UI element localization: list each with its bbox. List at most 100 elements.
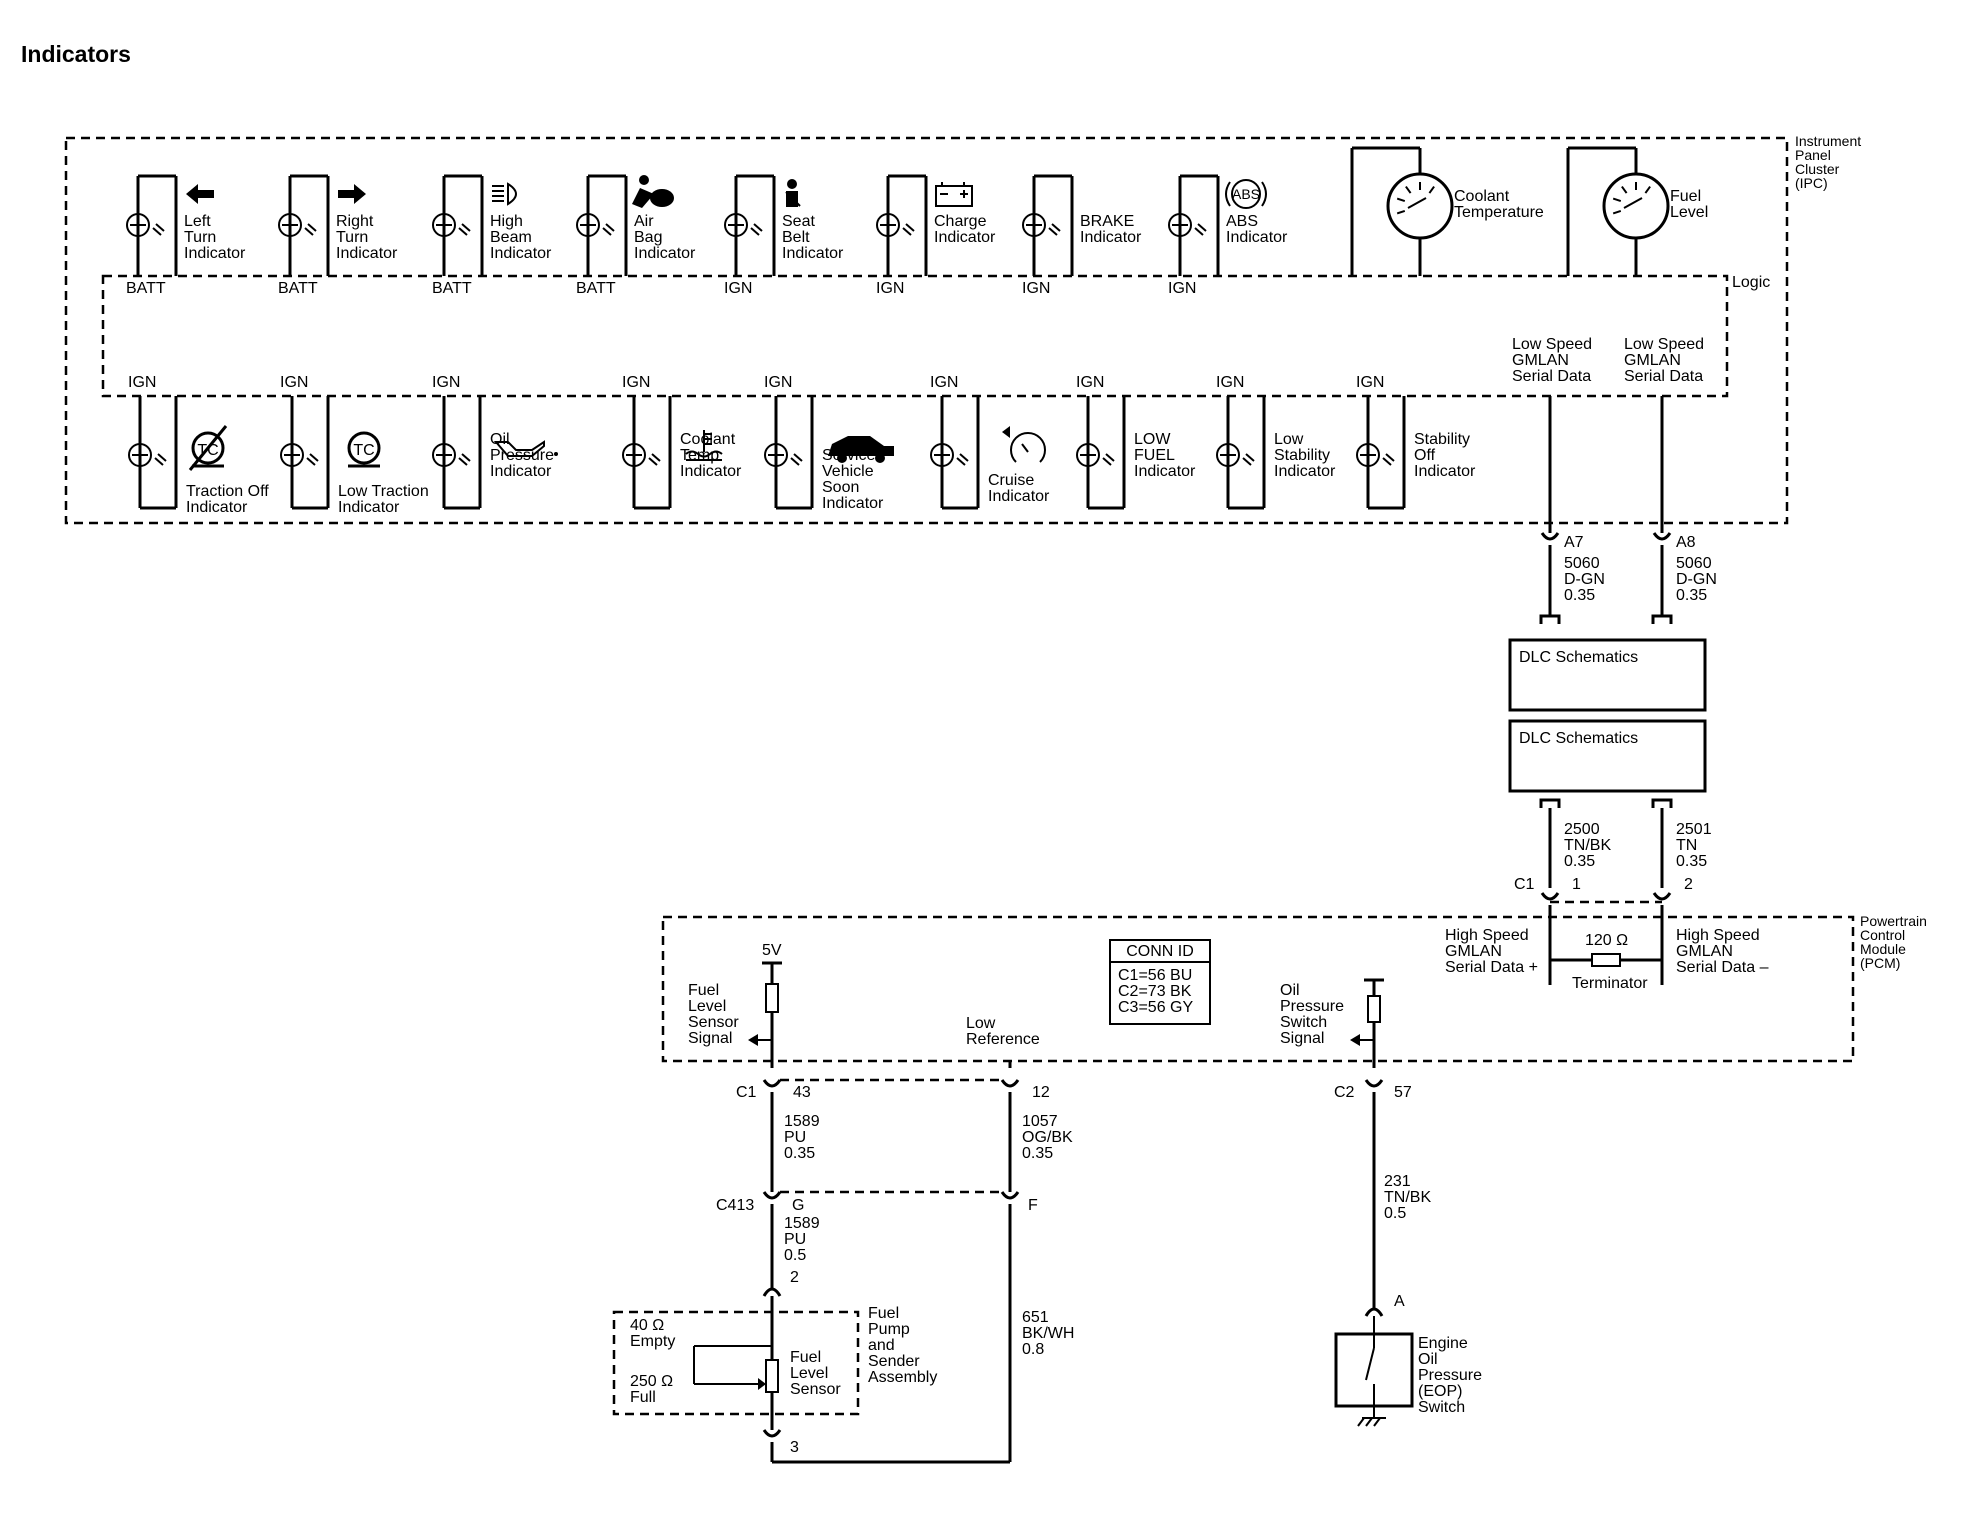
light-ray — [602, 227, 612, 236]
indicator-label-line: Turn — [184, 229, 216, 246]
indicator-bulb-icon — [432, 443, 471, 467]
traction-off-icon: TC — [188, 425, 228, 471]
indicator-label-line: Indicator — [1080, 229, 1142, 246]
sender-assembly-boundary — [612, 1310, 860, 1416]
indicator-label-line: Indicator — [1134, 463, 1196, 480]
indicator-label-line: Vehicle — [822, 463, 874, 480]
wire-circuit-label-line: 231 — [1384, 1173, 1411, 1190]
indicator-bulb-icon — [622, 443, 661, 467]
indicator-label-line: Indicator — [338, 499, 400, 516]
ipc-label-line: Panel — [1795, 147, 1831, 163]
air-bag-icon — [632, 175, 674, 208]
wire-circuit-label-line: PU — [784, 1231, 806, 1248]
low-ref-label-line: Reference — [966, 1031, 1040, 1048]
indicator-label-line: Temp — [680, 447, 719, 464]
light-ray — [651, 453, 661, 462]
battery-body — [935, 185, 973, 207]
connector-terminal — [1000, 1191, 1020, 1200]
indicator-bulb-icon — [432, 213, 471, 237]
connector-terminal — [1540, 892, 1560, 901]
speedometer-arc — [1010, 431, 1046, 463]
indicator-label-line: Pressure — [490, 447, 554, 464]
conn-id-row: C1=56 BU — [1118, 967, 1192, 984]
connector-terminal — [762, 1287, 782, 1297]
light-ray — [1194, 227, 1204, 236]
gmlan-low-label-line: GMLAN — [1512, 352, 1569, 369]
bulb-circle — [1076, 443, 1100, 467]
connector-pin: A8 — [1676, 534, 1696, 551]
bulb-circle — [876, 213, 900, 237]
light-ray — [753, 223, 763, 232]
wiper-arrow — [758, 1378, 766, 1390]
tc-icon-text: TC — [353, 442, 374, 459]
assembly-label-line: and — [868, 1337, 895, 1354]
gauge-tick — [1612, 209, 1622, 215]
occupant-head — [787, 179, 797, 189]
gmlan-low-label-line: Serial Data — [1624, 368, 1703, 385]
indicator-label-line: FUEL — [1134, 447, 1175, 464]
indicator-label-line: Off — [1414, 447, 1436, 464]
pcm-label-line: (PCM) — [1860, 955, 1900, 971]
eop-switch-label-line: Engine — [1418, 1335, 1468, 1352]
bulb-circle — [126, 213, 150, 237]
eop-switch-label-line: Oil — [1418, 1351, 1438, 1368]
logic-boundary — [101, 274, 1729, 398]
pull-up-resistor — [765, 983, 779, 1013]
light-ray — [1105, 453, 1115, 462]
indicator-bulb-icon — [930, 443, 969, 467]
supply-label: 5V — [762, 942, 782, 959]
gmlan-high-label-line: GMLAN — [1676, 943, 1733, 960]
ipc-label-line: Cluster — [1795, 161, 1840, 177]
wire-circuit-label-line: 0.5 — [1384, 1205, 1406, 1222]
light-ray — [1382, 457, 1392, 466]
arrow-shape — [186, 184, 214, 204]
low-ref-label-line: Low — [966, 1015, 996, 1032]
ground-hatch — [1365, 1417, 1373, 1427]
indicator-label-line: Indicator — [934, 229, 996, 246]
plug-terminal — [1539, 798, 1561, 808]
light-ray — [959, 453, 969, 462]
sensor-label-line: Sensor — [790, 1381, 841, 1398]
coolant-gauge-icon — [1386, 172, 1454, 240]
indicator-label-line: ABS — [1226, 213, 1258, 230]
indicator-label-line: Left — [184, 213, 211, 230]
indicator-label-line: Stability — [1274, 447, 1330, 464]
sensor-label-line: Level — [790, 1365, 828, 1382]
dlc-label: DLC Schematics — [1519, 730, 1638, 747]
light-ray — [458, 457, 468, 466]
indicator-label-line: LOW — [1134, 431, 1171, 448]
air-bag-shape — [650, 189, 674, 207]
indicator-label-line: Coolant — [680, 431, 736, 448]
indicator-label-line: Oil — [490, 431, 510, 448]
bulb-circle — [724, 213, 748, 237]
light-ray — [902, 227, 912, 236]
terminator-label: Terminator — [1572, 975, 1648, 992]
high-beam-icon — [492, 182, 517, 206]
connector-pin: 2 — [790, 1269, 799, 1286]
fuel-gauge-icon — [1602, 172, 1670, 240]
beam-lamp — [507, 182, 517, 206]
service-vehicle-icon — [828, 436, 894, 463]
bulb-circle — [764, 443, 788, 467]
tc-ring — [191, 431, 225, 465]
gauge-label-line: Level — [1670, 204, 1708, 221]
power-label: BATT — [432, 280, 472, 297]
gauge-face — [1386, 172, 1454, 240]
car-shape — [828, 436, 894, 456]
bulb-circle — [128, 443, 152, 467]
connector-terminal — [1652, 892, 1672, 901]
gmlan-high-label-line: Serial Data – — [1676, 959, 1769, 976]
wire-circuit-label-line: TN — [1676, 837, 1697, 854]
full-label-line: 250 Ω — [630, 1373, 673, 1390]
